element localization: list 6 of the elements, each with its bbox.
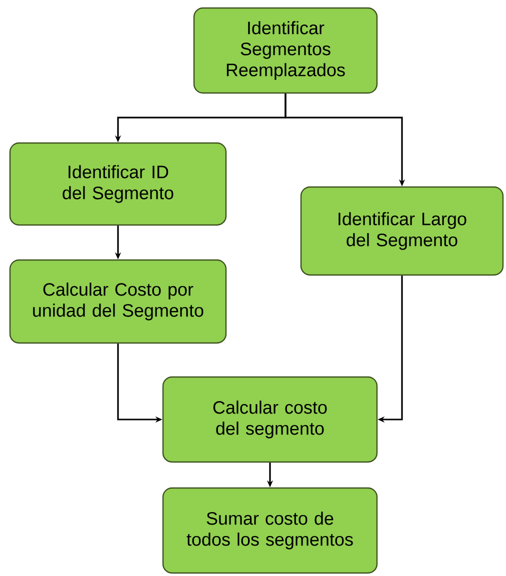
process-box: Identificar Segmentos Reemplazados bbox=[193, 7, 378, 94]
process-box: Identificar Largo del Segmento bbox=[300, 186, 504, 276]
process-box: Sumar costo de todos los segmentos bbox=[162, 487, 378, 574]
process-box: Calcular costo del segmento bbox=[162, 376, 378, 463]
process-box: Identificar ID del Segmento bbox=[9, 142, 227, 226]
process-box: Calcular Costo por unidad del Segmento bbox=[9, 259, 227, 344]
